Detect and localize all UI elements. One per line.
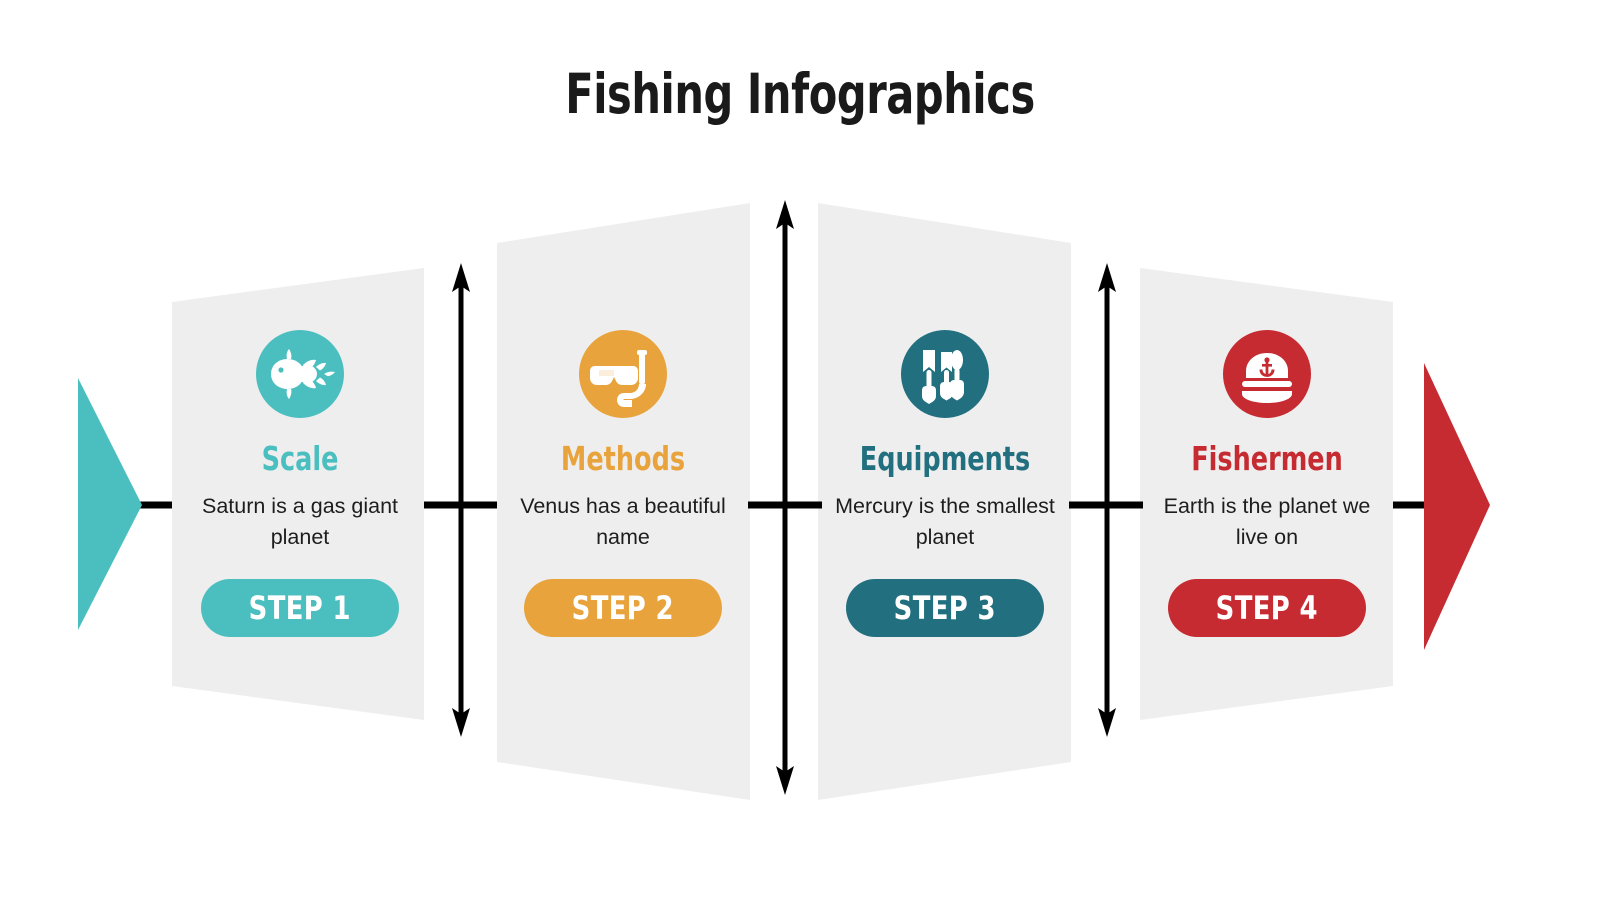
card-heading-methods: Methods: [560, 439, 686, 478]
vertical-double-arrow-1: [452, 263, 470, 737]
captain-hat-anchor-icon: [1223, 330, 1311, 418]
vertical-double-arrow-3: [1098, 263, 1116, 737]
left-teal-arrow: [78, 378, 142, 630]
card-methods[interactable]: Methods Venus has a beautiful name STEP …: [508, 330, 738, 638]
step-pill-4[interactable]: STEP 4: [1168, 579, 1366, 638]
card-fishermen[interactable]: Fishermen Earth is the planet we live on…: [1152, 330, 1382, 638]
card-description-equipments: Mercury is the smallest planet: [835, 493, 1055, 550]
card-shape-methods: [497, 203, 750, 800]
step-pill-2[interactable]: STEP 2: [524, 579, 722, 638]
card-description-scale: Saturn is a gas giant planet: [201, 493, 398, 550]
card-heading-scale: Scale: [261, 439, 339, 478]
card-equipments[interactable]: Equipments Mercury is the smallest plane…: [830, 330, 1060, 638]
card-shape-equipments: [818, 203, 1071, 800]
oars-paddles-icon: [901, 330, 989, 418]
card-scale[interactable]: Scale Saturn is a gas giant planet STEP …: [185, 330, 415, 638]
card-description-fishermen: Earth is the planet we live on: [1163, 493, 1371, 550]
vertical-double-arrow-center: [776, 200, 794, 795]
right-red-arrow: [1424, 363, 1490, 650]
card-heading-equipments: Equipments: [859, 439, 1031, 478]
step-pill-3-label: STEP 3: [893, 589, 997, 628]
page-title: Fishing Infographics: [565, 62, 1035, 126]
step-pill-2-label: STEP 2: [571, 589, 675, 628]
step-pill-3[interactable]: STEP 3: [846, 579, 1044, 638]
fish-icon: [256, 330, 344, 418]
card-heading-fishermen: Fishermen: [1191, 439, 1343, 478]
step-pill-1-label: STEP 1: [248, 589, 352, 628]
card-description-methods: Venus has a beautiful name: [520, 493, 726, 550]
step-pill-4-label: STEP 4: [1215, 589, 1319, 628]
step-pill-1[interactable]: STEP 1: [201, 579, 399, 638]
diving-mask-snorkel-icon: [579, 330, 667, 418]
